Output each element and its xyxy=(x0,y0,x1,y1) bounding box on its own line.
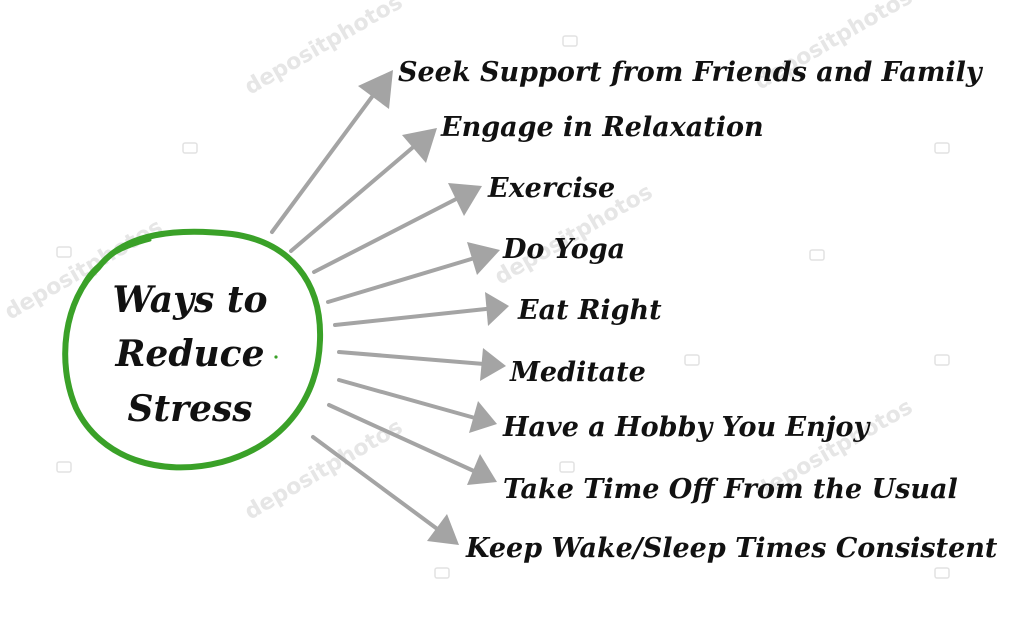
camera-icon xyxy=(182,142,198,154)
item-label-7: Have a Hobby You Enjoy xyxy=(502,412,871,443)
item-label-8: Take Time Off From the Usual xyxy=(503,474,958,505)
arrow-8 xyxy=(327,403,497,485)
item-label-4: Do Yoga xyxy=(502,234,625,265)
arrow-3 xyxy=(312,183,482,274)
arrow-2 xyxy=(289,128,437,253)
arrow-7 xyxy=(337,378,497,433)
center-title-line-1: Ways to xyxy=(113,279,268,321)
item-label-1: Seek Support from Friends and Family xyxy=(398,57,984,88)
item-label-2: Engage in Relaxation xyxy=(440,112,764,143)
camera-icon xyxy=(934,567,950,579)
circle-dot xyxy=(274,355,278,359)
camera-icon xyxy=(562,35,578,47)
camera-icon xyxy=(434,567,450,579)
camera-icon xyxy=(934,354,950,366)
camera-icon xyxy=(934,142,950,154)
item-labels: Seek Support from Friends and Family Eng… xyxy=(398,57,998,564)
center-title-line-3: Stress xyxy=(127,388,252,430)
arrow-5 xyxy=(333,292,509,327)
center-circle: Ways to Reduce Stress xyxy=(62,228,324,471)
circle-outline xyxy=(62,228,324,471)
camera-icon xyxy=(684,354,700,366)
item-label-3: Exercise xyxy=(487,173,615,204)
item-label-6: Meditate xyxy=(509,357,646,388)
camera-icon xyxy=(559,461,575,473)
camera-icon xyxy=(809,249,825,261)
camera-icon xyxy=(56,246,72,258)
item-label-5: Eat Right xyxy=(517,295,662,326)
item-label-9: Keep Wake/Sleep Times Consistent xyxy=(465,533,998,564)
circle-overlap-stroke xyxy=(80,238,152,288)
camera-icon xyxy=(56,461,72,473)
arrow-4 xyxy=(326,242,500,304)
center-title-line-2: Reduce xyxy=(115,333,265,375)
arrow-6 xyxy=(337,348,506,381)
arrows xyxy=(270,70,509,545)
arrow-1 xyxy=(270,70,393,234)
arrow-9 xyxy=(311,435,459,545)
